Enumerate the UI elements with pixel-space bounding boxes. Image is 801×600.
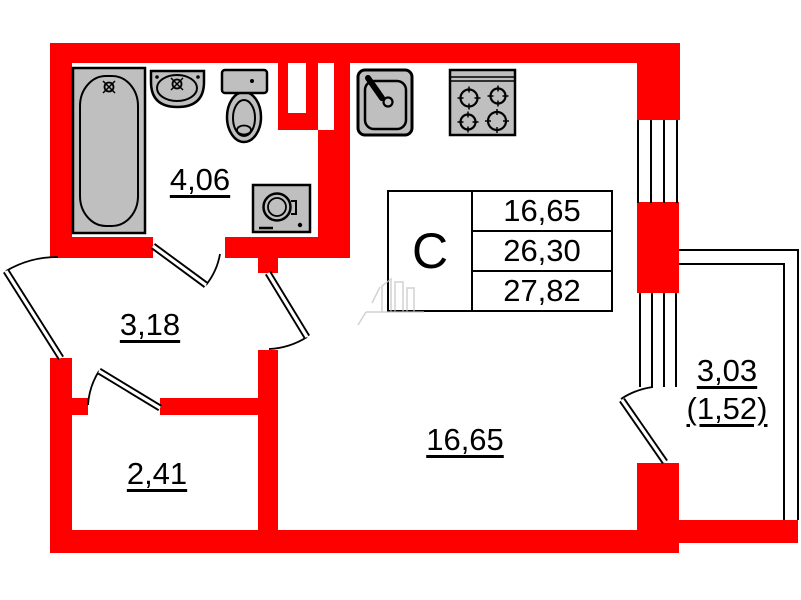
wall-balcony-bottom <box>678 520 798 543</box>
unit-area-overall: 27,82 <box>503 273 581 308</box>
bathtub-icon <box>71 66 147 235</box>
wall-living-west <box>258 350 278 533</box>
vent-shaft-connector <box>278 113 318 130</box>
wall-hall-south-stub <box>72 398 88 415</box>
toilet-icon <box>220 68 269 144</box>
storage-area-label: 2,41 <box>126 456 188 491</box>
bathroom-area-label: 4,06 <box>169 162 231 197</box>
wall-living-west-stub <box>258 258 278 273</box>
wall-east-upper <box>637 202 679 293</box>
burner-icon <box>457 86 481 110</box>
bathroom-door-swing-icon <box>150 243 221 288</box>
washing-machine-icon <box>251 183 312 234</box>
wall-corner-ne <box>637 63 680 120</box>
balcony-reduced-area-label: (1,52) <box>686 391 768 426</box>
wall-bathroom-south-left <box>50 237 153 258</box>
burner-icon <box>457 111 479 133</box>
wall-west-lower <box>50 358 72 553</box>
unit-area-total: 26,30 <box>473 232 611 272</box>
living-kitchen-area-label: 16,65 <box>426 422 504 457</box>
hallway-area-label: 3,18 <box>119 307 181 342</box>
burner-icon <box>487 85 509 107</box>
stove-icon <box>448 68 517 137</box>
wall-west-upper <box>50 43 72 253</box>
faucet-icon <box>102 80 116 94</box>
wall-top <box>50 43 680 63</box>
storage-room-door-swing-icon <box>87 368 162 411</box>
balcony-area-label: 3,03 <box>696 353 758 388</box>
washbasin-icon <box>149 69 206 109</box>
window-icon-lower <box>639 293 677 387</box>
balcony-door-swing-icon <box>619 386 668 464</box>
window-icon-upper <box>637 120 678 203</box>
wall-kitchen-west <box>318 130 350 258</box>
living-room-door-swing-icon <box>265 271 310 350</box>
unit-type-label: С <box>389 192 473 310</box>
wall-hall-south <box>160 398 258 415</box>
unit-info-table: С 16,65 26,30 27,82 <box>387 190 613 312</box>
burner-icon <box>485 109 509 133</box>
vent-shaft-bar-3 <box>334 63 350 130</box>
entrance-door-swing-icon <box>3 256 64 360</box>
faucet-icon <box>170 77 184 91</box>
kitchen-sink-icon <box>356 68 414 137</box>
balcony-outline <box>679 249 799 520</box>
vent-shaft-bar-1 <box>278 63 288 113</box>
unit-area-living: 16,65 <box>473 192 611 232</box>
wall-bathroom-south-right <box>225 237 334 258</box>
wall-bottom <box>50 530 678 553</box>
unit-areas: 16,65 26,30 27,82 <box>473 192 611 310</box>
